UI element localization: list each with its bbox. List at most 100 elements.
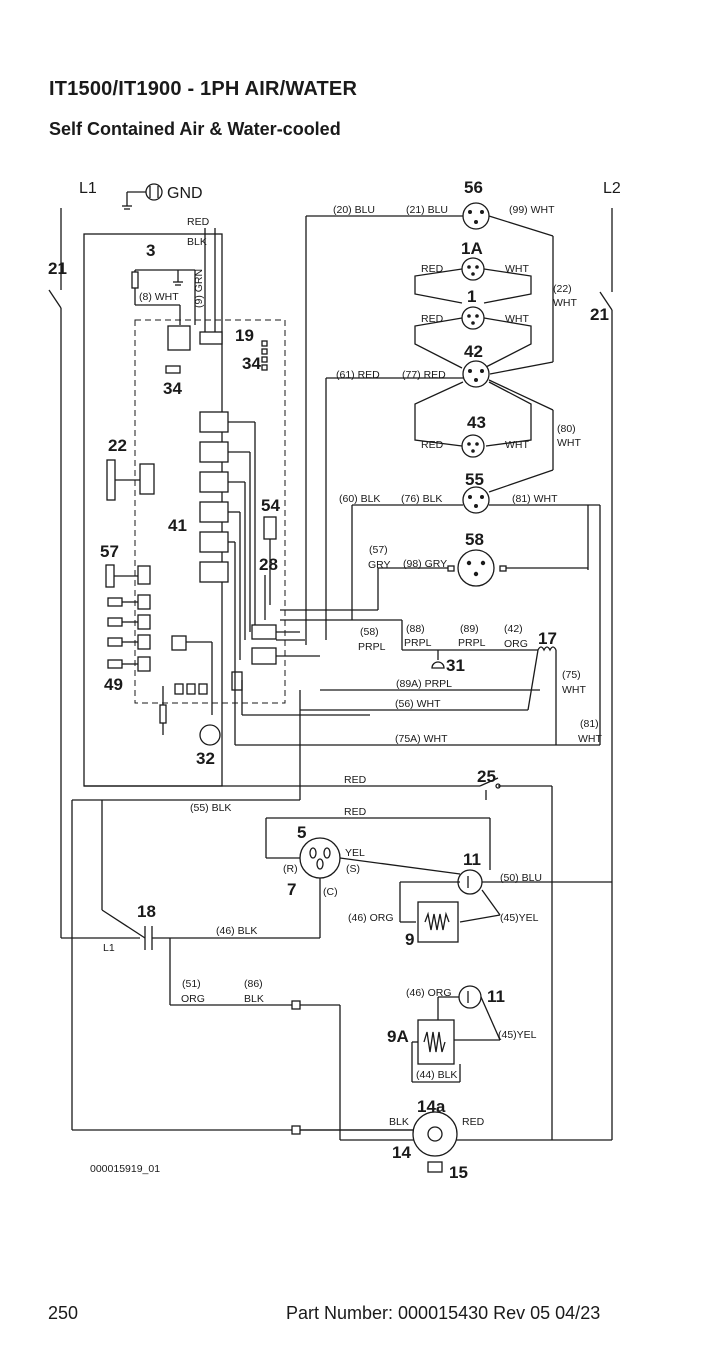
wire-50: (50) BLU	[500, 872, 542, 884]
wire-58a: (58)	[360, 626, 379, 638]
wire-wht-1a: WHT	[505, 263, 529, 275]
wire-red-1: RED	[421, 313, 444, 325]
wire-80a: (80)	[557, 423, 576, 435]
wire-75A: (75A) WHT	[395, 733, 448, 745]
wire-57a: (57)	[369, 544, 388, 556]
label-5: 5	[297, 823, 306, 842]
wire-86a: (86)	[244, 978, 263, 990]
label-11b: 11	[487, 987, 505, 1006]
wire-wht-1: WHT	[505, 313, 529, 325]
wire-44: (44) BLK	[416, 1069, 457, 1081]
wire-22a: (22)	[553, 283, 572, 295]
wire-76: (76) BLK	[401, 493, 442, 505]
component-11-lower	[458, 985, 482, 1009]
component-9A	[417, 1019, 455, 1065]
wire-22b: WHT	[553, 297, 577, 309]
component-41-stack	[199, 411, 256, 665]
label-49: 49	[104, 675, 123, 694]
wire-88a: (88)	[406, 623, 425, 635]
wire-89a: (89)	[460, 623, 479, 635]
label-21b: 21	[590, 305, 609, 324]
wire-42b: ORG	[504, 638, 528, 650]
wire-89b: PRPL	[458, 637, 486, 649]
wire-9: (9) GRN	[193, 269, 205, 308]
connector-34	[165, 340, 268, 374]
label-14: 14	[392, 1143, 411, 1162]
wire-81b-a: (81)	[580, 718, 599, 730]
wire-51a: (51)	[182, 978, 201, 990]
wire-46a: (46) ORG	[348, 912, 394, 924]
component-22	[106, 459, 155, 501]
wire-45b: (45)YEL	[498, 1029, 537, 1041]
label-56: 56	[464, 178, 483, 197]
label-57: 57	[100, 542, 119, 561]
wire-yel: YEL	[345, 847, 365, 859]
label-9: 9	[405, 930, 414, 949]
wire-98: (98) GRY	[403, 558, 447, 570]
wire-61: (61) RED	[336, 369, 380, 381]
wire-86b: BLK	[244, 993, 264, 1005]
wire-42a: (42)	[504, 623, 523, 635]
wire-s: (S)	[346, 863, 360, 875]
wire-20: (20) BLU	[333, 204, 375, 216]
l1-small-label: L1	[103, 942, 115, 954]
label-34a: 34	[242, 354, 261, 373]
component-5	[299, 837, 341, 879]
wire-60: (60) BLK	[339, 493, 380, 505]
fan-motor-14a	[412, 1111, 458, 1173]
wire-wht-43: WHT	[505, 439, 529, 451]
power-rails	[48, 208, 613, 1140]
wire-89A: (89A) PRPL	[396, 678, 452, 690]
label-25: 25	[477, 767, 496, 786]
l1-label: L1	[79, 180, 97, 197]
label-21a: 21	[48, 259, 67, 278]
wire-46-blk: (46) BLK	[216, 925, 257, 937]
label-18: 18	[137, 902, 156, 921]
wire-blk-top: BLK	[187, 236, 207, 248]
component-57-49	[105, 564, 213, 735]
component-55	[462, 486, 490, 514]
contactor-18	[144, 926, 612, 1141]
component-56	[462, 202, 490, 230]
wire-46b: (46) ORG	[406, 987, 452, 999]
wire-red-25: RED	[344, 774, 367, 786]
component-9	[417, 901, 459, 943]
relay-block	[231, 624, 370, 716]
label-3: 3	[146, 241, 155, 260]
label-42: 42	[464, 342, 483, 361]
switch-25	[479, 777, 553, 1140]
component-58	[447, 549, 507, 587]
label-14a: 14a	[417, 1097, 446, 1116]
wire-8: (8) WHT	[139, 291, 179, 303]
page-title: IT1500/IT1900 - 1PH AIR/WATER	[49, 78, 358, 100]
page-number: 250	[48, 1303, 79, 1323]
gnd-label: GND	[167, 185, 203, 202]
component-1A	[461, 257, 485, 281]
component-1	[461, 306, 485, 330]
drawing-id: 000015919_01	[90, 1163, 160, 1175]
wire-c: (C)	[323, 886, 338, 898]
wire-r: (R)	[283, 863, 298, 875]
label-34b: 34	[163, 379, 182, 398]
label-17: 17	[538, 629, 557, 648]
wire-88b: PRPL	[404, 637, 432, 649]
label-31: 31	[446, 656, 465, 675]
wire-81: (81) WHT	[512, 493, 558, 505]
label-19: 19	[235, 326, 254, 345]
component-11-upper	[457, 869, 483, 895]
page-subtitle: Self Contained Air & Water-cooled	[49, 119, 341, 139]
wire-blk-14: BLK	[389, 1116, 409, 1128]
l2-label: L2	[603, 180, 621, 197]
wire-75a: (75)	[562, 669, 581, 681]
ground-symbol	[122, 183, 163, 210]
thermistor-3	[131, 228, 223, 351]
component-42	[462, 360, 490, 388]
label-58: 58	[465, 530, 484, 549]
wire-81b-b: WHT	[578, 733, 602, 745]
label-11a: 11	[463, 850, 481, 869]
control-board-outline	[134, 319, 286, 704]
label-28: 28	[259, 555, 278, 574]
wire-red-top: RED	[187, 216, 210, 228]
part-number: Part Number: 000015430 Rev 05 04/23	[286, 1303, 601, 1323]
